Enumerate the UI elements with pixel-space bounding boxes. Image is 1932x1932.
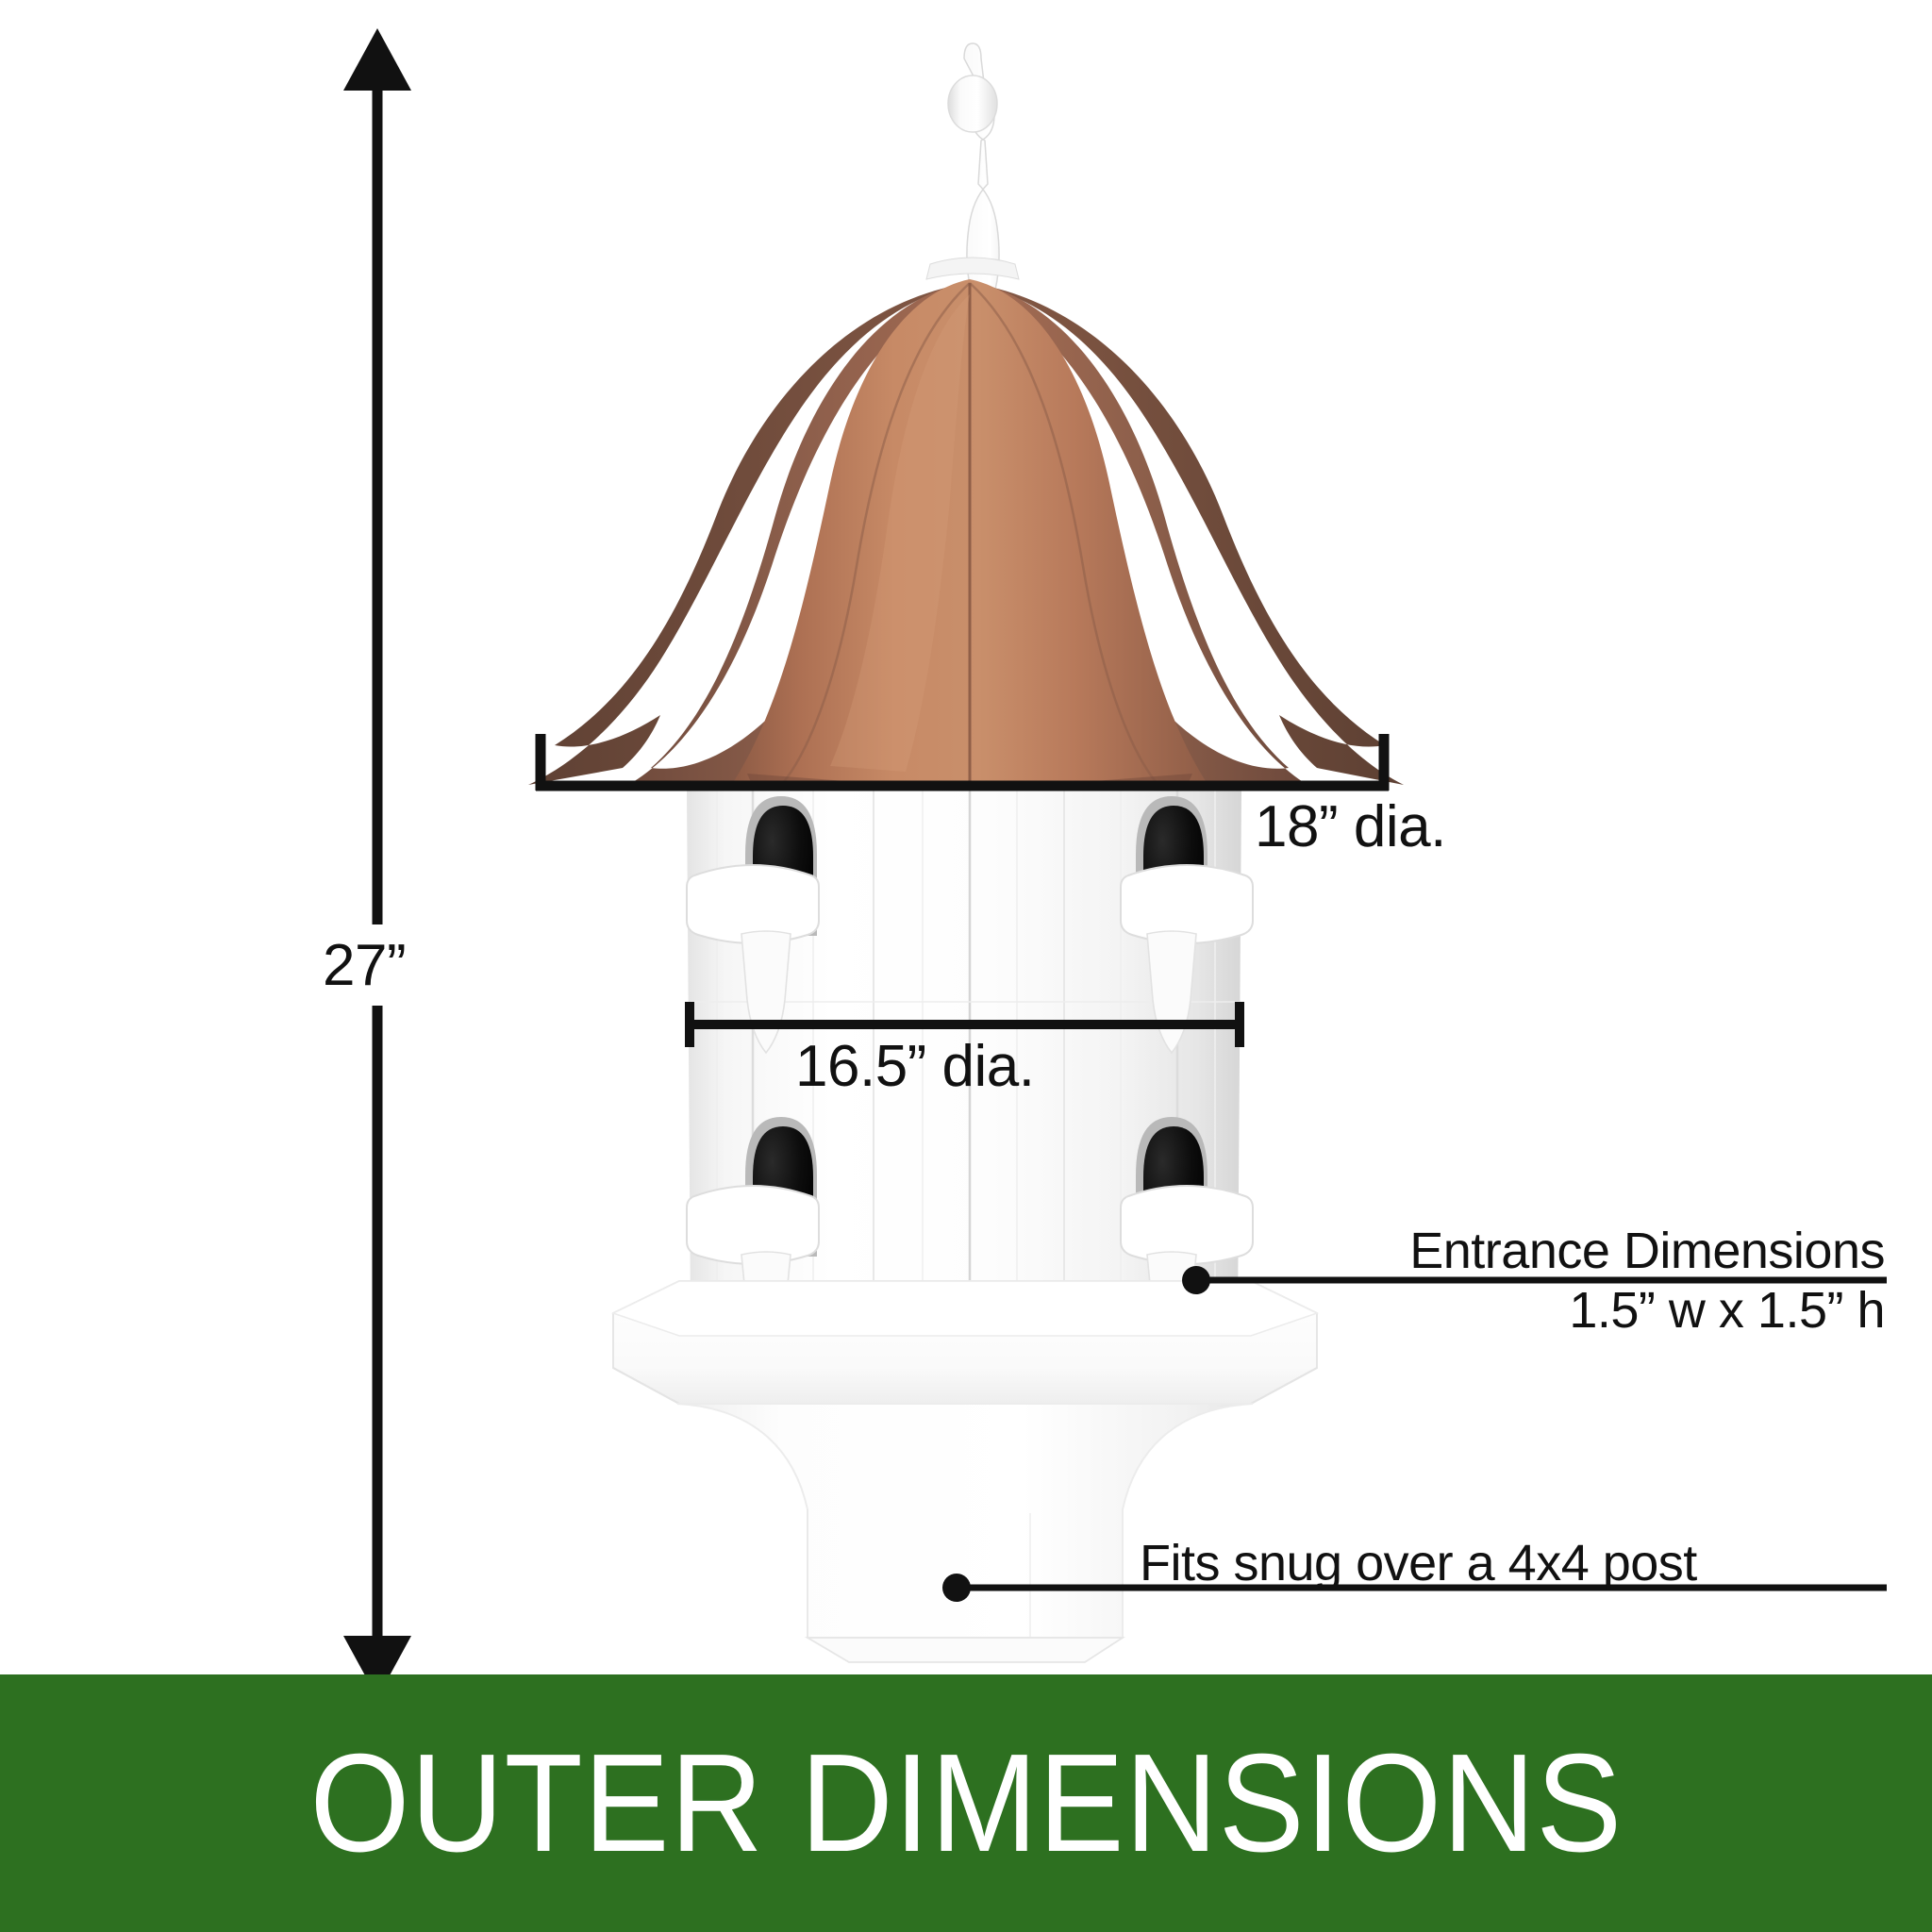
banner-title: OUTER DIMENSIONS bbox=[309, 1724, 1623, 1881]
body-diameter-label: 16.5” dia. bbox=[795, 1034, 1035, 1099]
finial bbox=[925, 42, 1020, 345]
base-platform bbox=[610, 1280, 1320, 1405]
height-dimension-arrow bbox=[317, 28, 441, 1698]
entrance-callout-leader bbox=[1182, 1266, 1887, 1294]
roof-diameter-dimension bbox=[535, 734, 1390, 791]
entrance-callout-line1: Entrance Dimensions bbox=[1409, 1223, 1885, 1279]
roof-diameter-label: 18” dia. bbox=[1255, 794, 1446, 859]
body-diameter-dimension bbox=[685, 1002, 1244, 1047]
post-callout-leader bbox=[942, 1574, 1887, 1602]
post-fit-callout: Fits snug over a 4x4 post bbox=[1140, 1535, 1697, 1591]
overall-height-label: 27” bbox=[323, 933, 407, 998]
outer-dimensions-banner: OUTER DIMENSIONS bbox=[0, 1674, 1932, 1932]
copper-roof bbox=[528, 279, 1404, 802]
entrance-dimensions-callout: Entrance Dimensions 1.5” w x 1.5” h bbox=[1247, 1222, 1885, 1340]
post-sleeve bbox=[676, 1403, 1254, 1663]
entrance-callout-line2: 1.5” w x 1.5” h bbox=[1569, 1281, 1885, 1339]
